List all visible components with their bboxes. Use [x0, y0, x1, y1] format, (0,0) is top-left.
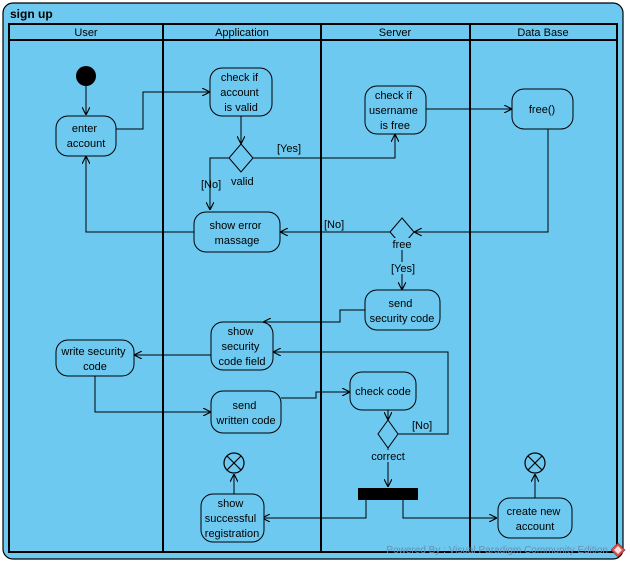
flow-enter-account-to-check-account	[116, 92, 210, 130]
flow-valid-yes-to-check-username	[253, 134, 395, 159]
guard-valid-yes: [Yes]	[277, 143, 301, 155]
flow-send-written-code-to-check-code	[281, 392, 350, 399]
action-check-code: check code	[349, 371, 417, 411]
action-label-line: code field	[218, 356, 265, 368]
flow-send-security-code-to-show-field	[263, 309, 365, 322]
activity-frame	[2, 2, 624, 560]
action-label-line: account	[220, 87, 259, 99]
action-label-line: account	[67, 138, 106, 150]
flow-valid-no-to-show-error	[210, 157, 229, 210]
action-label-line: write security	[60, 346, 126, 358]
initial-node	[76, 66, 96, 86]
action-send-written-code: send written code	[210, 390, 282, 434]
action-label-line: massage	[215, 235, 260, 247]
action-label-line: show	[228, 326, 254, 338]
svg-text:create new account: create new account	[507, 506, 564, 533]
visual-paradigm-logo-icon	[610, 542, 626, 558]
action-label-line: send	[233, 400, 257, 412]
guard-free-no: [No]	[324, 219, 344, 231]
action-label-line: create new	[507, 506, 561, 518]
control-flows	[86, 86, 549, 518]
action-label-line: account	[516, 521, 555, 533]
flow-show-error-to-enter-account	[86, 156, 194, 233]
action-label-line: check if	[375, 90, 413, 102]
lane-application-title: Application	[215, 27, 269, 39]
action-label-line: is free	[380, 120, 410, 132]
lane-server-title: Server	[379, 27, 412, 39]
action-label-line: successful	[205, 513, 256, 525]
action-label-line: security	[222, 341, 260, 353]
svg-text:show error massage: show error massage	[209, 220, 264, 247]
svg-text:check if username: check if username is free	[369, 90, 421, 132]
final-node-application	[223, 452, 245, 474]
svg-text:show successful re: show successful registration	[205, 498, 259, 540]
action-label-line: send	[389, 298, 413, 310]
powered-by-footer: Powered By : Visual Paradigm Community E…	[386, 545, 608, 556]
action-show-security-code-field: show security code field	[210, 321, 274, 371]
decision-free: free	[389, 217, 415, 251]
action-check-username-free: check if username is free	[364, 85, 427, 135]
action-create-new-account: create new account	[497, 497, 573, 539]
action-label-line: check code	[355, 386, 411, 398]
swimlanes: User Application Server Data Base	[8, 23, 618, 553]
final-node-database	[524, 452, 546, 474]
svg-text:send security code: send security code	[370, 298, 435, 325]
flow-fork-to-show-success	[262, 500, 367, 518]
lane-user-title: User	[74, 27, 98, 39]
action-label-line: is valid	[224, 102, 258, 114]
action-check-account-valid: check if account is valid	[209, 67, 273, 117]
action-label-line: show	[218, 498, 244, 510]
decision-valid: valid	[228, 143, 254, 188]
svg-text:write security code: write security code	[60, 346, 128, 373]
action-label-line: enter	[72, 123, 97, 135]
guard-free-yes: [Yes]	[391, 263, 415, 275]
action-write-security-code: write security code	[55, 339, 135, 377]
decision-free-label: free	[393, 239, 412, 251]
decision-valid-label: valid	[231, 176, 254, 188]
action-label-line: written code	[215, 415, 275, 427]
action-label-line: registration	[205, 528, 259, 540]
flow-write-code-to-send-written-code	[94, 376, 211, 412]
svg-text:send written code: send written code	[215, 400, 275, 427]
action-show-error-massage: show error massage	[193, 211, 281, 253]
decision-correct-label: correct	[371, 451, 405, 463]
decision-correct: correct	[368, 419, 408, 463]
action-free-call: free()	[511, 88, 574, 130]
flow-correct-no-to-show-field	[273, 352, 449, 435]
action-label-line: free()	[529, 104, 555, 116]
guard-valid-no: [No]	[201, 179, 221, 191]
action-show-successful-registration: show successful registration	[200, 493, 265, 543]
svg-text:show security code: show security code field	[218, 326, 265, 368]
action-enter-account: enter account	[55, 115, 117, 157]
flow-fork-to-create-account	[402, 500, 497, 518]
guard-correct-no: [No]	[412, 420, 432, 432]
svg-text:enter account: enter account	[67, 123, 106, 150]
lane-database-title: Data Base	[517, 27, 568, 39]
action-label-line: code	[83, 361, 107, 373]
action-label-line: security code	[370, 313, 435, 325]
action-send-security-code: send security code	[364, 289, 441, 331]
diagram-title: sign up	[10, 7, 53, 21]
action-label-line: show error	[209, 220, 261, 232]
action-label-line: check if	[221, 72, 259, 84]
action-label-line: username	[369, 105, 418, 117]
flow-free-call-to-free-decision	[414, 129, 549, 232]
fork-bar	[358, 488, 418, 500]
svg-text:check if account i: check if account is valid	[220, 72, 262, 114]
